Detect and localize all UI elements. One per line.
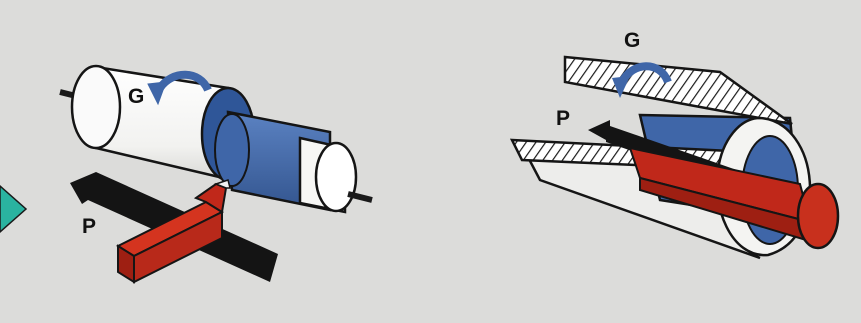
- workpiece-left-end: [72, 66, 120, 148]
- left-feed-label: P: [82, 216, 96, 237]
- pointer-triangle-icon: [0, 186, 26, 232]
- right-panel: [512, 57, 838, 258]
- top-cut-section: [565, 57, 792, 124]
- left-panel: [60, 66, 372, 282]
- left-rotation-label: G: [128, 86, 144, 107]
- end-cylinder-face: [316, 143, 356, 211]
- right-rotation-label: G: [624, 30, 640, 51]
- turned-step-face-inner: [215, 114, 249, 186]
- right-feed-label: P: [556, 108, 570, 129]
